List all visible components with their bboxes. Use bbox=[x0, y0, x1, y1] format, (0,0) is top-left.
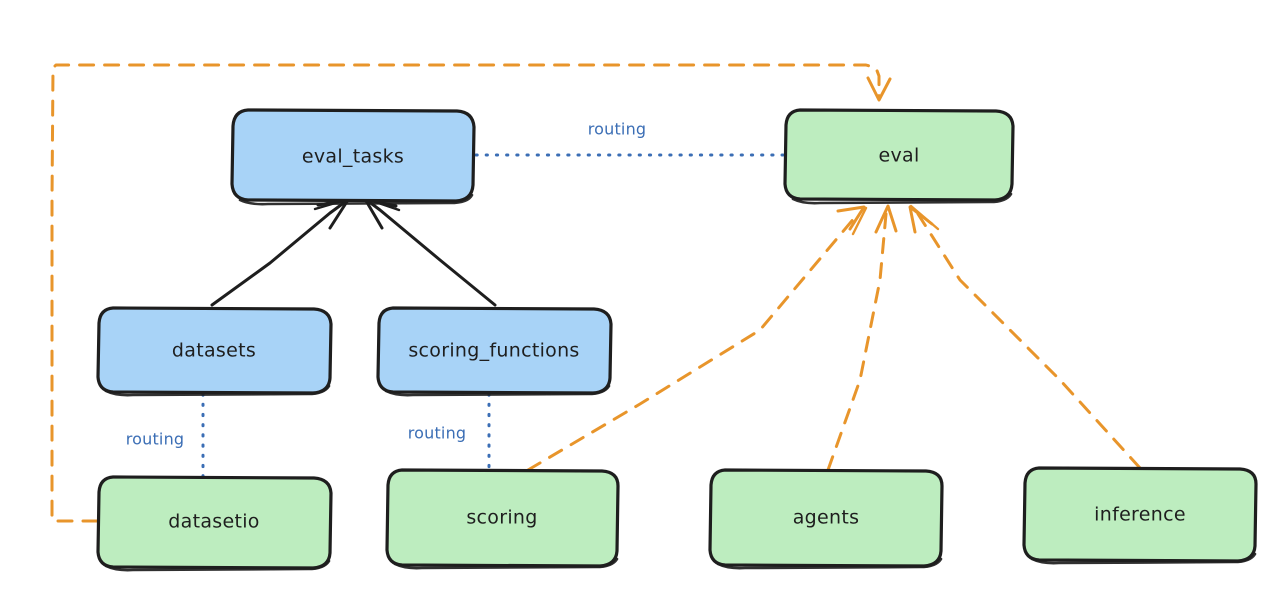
node-label-eval: eval bbox=[878, 145, 919, 167]
edge-datasets-to-eval_tasks[interactable] bbox=[210, 197, 351, 307]
node-scoring[interactable]: scoring bbox=[385, 468, 620, 570]
node-datasetio[interactable]: datasetio bbox=[96, 475, 333, 572]
edge-label-routing-eval_tasks-eval: routing bbox=[588, 120, 647, 139]
node-eval[interactable]: eval bbox=[783, 108, 1015, 205]
edge-agents-to-eval[interactable] bbox=[826, 204, 898, 472]
node-label-scoring: scoring bbox=[466, 507, 537, 529]
node-label-inference: inference bbox=[1094, 504, 1186, 526]
node-label-scoring_functions: scoring_functions bbox=[408, 340, 579, 362]
node-scoring_functions[interactable]: scoring_functions bbox=[376, 306, 613, 397]
nodes-layer: eval_tasks eval datasets scoring_functio… bbox=[96, 108, 1258, 572]
node-label-datasetio: datasetio bbox=[168, 511, 259, 533]
node-label-eval_tasks: eval_tasks bbox=[302, 146, 404, 168]
edge-inference-to-eval[interactable] bbox=[908, 204, 1142, 470]
edge-datasetio-to-eval[interactable] bbox=[50, 63, 892, 523]
edge-scoring_functions-to-eval_tasks[interactable] bbox=[362, 196, 497, 307]
edge-label-routing-datasets-datasetio: routing bbox=[126, 430, 185, 449]
edge-labels-layer: routing routing routing bbox=[126, 120, 647, 449]
node-eval_tasks[interactable]: eval_tasks bbox=[230, 108, 476, 206]
node-label-agents: agents bbox=[793, 507, 860, 529]
node-label-datasets: datasets bbox=[172, 340, 256, 362]
edge-label-routing-scoring_functions-scoring: routing bbox=[408, 424, 467, 443]
node-inference[interactable]: inference bbox=[1022, 466, 1258, 565]
node-datasets[interactable]: datasets bbox=[96, 306, 333, 397]
node-agents[interactable]: agents bbox=[708, 468, 944, 570]
edge-scoring-to-eval[interactable] bbox=[526, 205, 868, 472]
